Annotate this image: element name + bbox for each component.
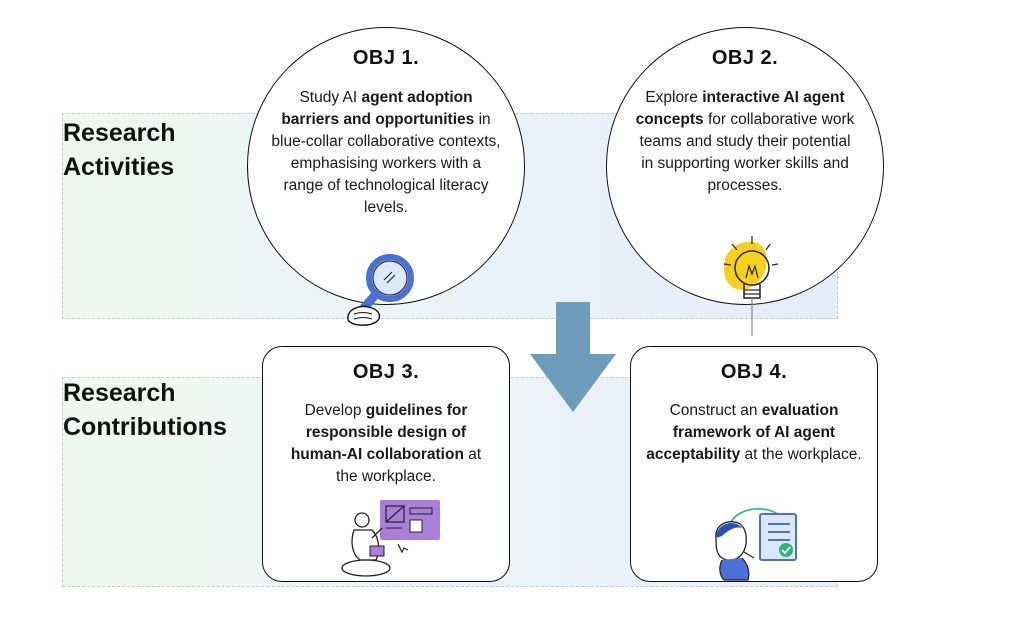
objective-description: Develop guidelines for responsible desig… bbox=[280, 400, 492, 488]
row-label-research-activities: Research Activities bbox=[63, 116, 176, 184]
body-text: Explore bbox=[645, 89, 703, 106]
body-text: at the workplace. bbox=[740, 446, 862, 463]
objective-description: Construct an evaluation framework of AI … bbox=[645, 400, 863, 466]
objective-title: OBJ 1. bbox=[352, 47, 420, 69]
emphasis-text: interactive AI agent concepts bbox=[635, 89, 845, 128]
body-text: Construct an bbox=[669, 402, 762, 419]
body-text: Develop bbox=[304, 402, 366, 419]
designer-with-board-icon bbox=[341, 500, 440, 577]
body-text: in blue-collar collaborative contexts, e… bbox=[271, 111, 501, 216]
row-label-research-contributions: Research Contributions bbox=[63, 376, 227, 444]
objective-description: Study AI agent adoption barriers and opp… bbox=[271, 87, 501, 219]
objective-description: Explore interactive AI agent concepts fo… bbox=[633, 87, 857, 197]
objective-title: OBJ 3. bbox=[352, 361, 420, 383]
lightbulb-icon bbox=[723, 236, 779, 336]
emphasis-text: evaluation framework of AI agent accepta… bbox=[646, 402, 839, 463]
body-text: at the workplace. bbox=[336, 446, 482, 485]
objective-1-card: OBJ 1. Study AI agent adoption barriers … bbox=[247, 27, 525, 305]
row-label-line: Contributions bbox=[63, 413, 227, 441]
emphasis-text: agent adoption barriers and opportunitie… bbox=[281, 89, 475, 128]
objective-4-card: OBJ 4. Construct an evaluation framework… bbox=[630, 346, 878, 582]
objective-title: OBJ 2. bbox=[711, 47, 779, 69]
row-label-line: Research bbox=[63, 119, 176, 147]
body-text: Study AI bbox=[299, 89, 362, 106]
emphasis-text: guidelines for responsible design of hum… bbox=[290, 402, 468, 463]
down-arrow-icon bbox=[530, 302, 616, 412]
objective-2-card: OBJ 2. Explore interactive AI agent conc… bbox=[606, 27, 884, 305]
row-label-line: Activities bbox=[63, 153, 175, 181]
magnifying-glass-icon bbox=[347, 254, 414, 326]
objective-title: OBJ 4. bbox=[720, 361, 788, 383]
body-text: for collaborative work teams and study t… bbox=[639, 111, 855, 194]
row-label-line: Research bbox=[63, 379, 176, 407]
objective-3-card: OBJ 3. Develop guidelines for responsibl… bbox=[262, 346, 510, 582]
person-evaluating-checklist-icon bbox=[715, 508, 797, 581]
